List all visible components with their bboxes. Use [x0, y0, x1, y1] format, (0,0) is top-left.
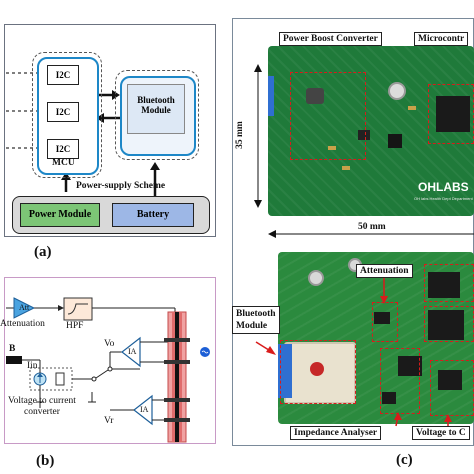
top-pcb-photo: OHLABS OH labs Health Dept Department: [268, 46, 474, 216]
power-supply-scheme-label: Power-supply Scheme: [76, 181, 166, 191]
i2c-label: I2C: [55, 107, 71, 117]
i2c-label: I2C: [55, 70, 71, 80]
chip-2: [428, 272, 460, 298]
v2c-label: Voltage to current converter: [8, 396, 76, 418]
attenuation-highlight: [372, 302, 398, 342]
brand-text: OHLABS: [418, 180, 469, 194]
bluetooth-callout-line2: Module: [236, 321, 268, 331]
v2c-line1: Voltage to current: [8, 396, 76, 406]
i2c-block-1: I2C: [47, 65, 79, 85]
mounting-hole: [388, 82, 406, 100]
bluetooth-label-line2: Module: [141, 105, 171, 115]
impedance-analyser-highlight: [380, 348, 420, 414]
hpf-label: HPF: [66, 321, 84, 331]
bluetooth-module-callout: Bluetooth Module: [232, 306, 280, 334]
panel-c-label: (c): [396, 452, 413, 468]
i2c-block-3: I2C: [47, 139, 79, 159]
attenuation-label: Attenuation: [0, 319, 45, 329]
panel-a-label: (a): [34, 244, 52, 260]
brand-subtext: OH labs Health Dept Department: [414, 196, 473, 201]
chip-5: [438, 370, 462, 390]
mcu-dashed-outline: [32, 52, 102, 178]
v2c-line2: converter: [24, 407, 60, 417]
power-boost-highlight: [290, 72, 366, 160]
voltage-to-c-callout: Voltage to C: [412, 426, 470, 440]
microcontroller-callout: Microcontr: [414, 32, 469, 46]
chip-4: [398, 356, 422, 376]
chip-3: [428, 310, 464, 340]
iin-label: Iin: [27, 361, 38, 371]
bluetooth-inner: Bluetooth Module: [127, 84, 185, 134]
boost-chip: [358, 130, 370, 140]
inductor: [306, 88, 324, 104]
impedance-analyser-callout: Impedance Analyser: [290, 426, 382, 440]
panel-b-label: (b): [36, 453, 55, 469]
ia-top-label: IA: [128, 347, 137, 356]
battery-block: Battery: [112, 203, 194, 227]
bluetooth-module-logo-icon: [310, 362, 324, 376]
att-label: Att: [19, 303, 30, 312]
bluetooth-highlight: [280, 340, 356, 404]
attenuation-callout: Attenuation: [356, 264, 413, 278]
dim-width-label: 50 mm: [358, 222, 386, 232]
smd-2: [342, 166, 350, 170]
smd-3: [408, 106, 416, 110]
power-module-label: Power Module: [28, 209, 92, 220]
b-label: B: [9, 344, 16, 354]
vo-label: Vo: [104, 339, 115, 349]
bluetooth-module-blue-edge: [278, 344, 292, 398]
edge-connector: [268, 76, 274, 116]
i2c-label: I2C: [55, 144, 71, 154]
bottom-pcb-photo: [278, 252, 474, 424]
bluetooth-dashed-outline: [115, 70, 199, 160]
power-boost-converter-callout: Power Boost Converter: [279, 32, 382, 46]
smd-1: [328, 146, 336, 150]
mcu-label: MCU: [52, 158, 75, 168]
chip-1: [374, 312, 390, 324]
mounting-hole: [308, 270, 324, 286]
ia-bottom-label: IA: [140, 405, 149, 414]
chip-6: [382, 392, 396, 404]
battery-label: Battery: [136, 209, 170, 220]
i2c-block-2: I2C: [47, 102, 79, 122]
bluetooth-callout-line1: Bluetooth: [236, 309, 276, 319]
sensor-chip: [388, 134, 402, 148]
vr-label: Vr: [104, 416, 114, 426]
bluetooth-label-line1: Bluetooth: [137, 95, 175, 105]
mcu-chip: [436, 96, 470, 132]
power-module-block: Power Module: [20, 203, 100, 227]
